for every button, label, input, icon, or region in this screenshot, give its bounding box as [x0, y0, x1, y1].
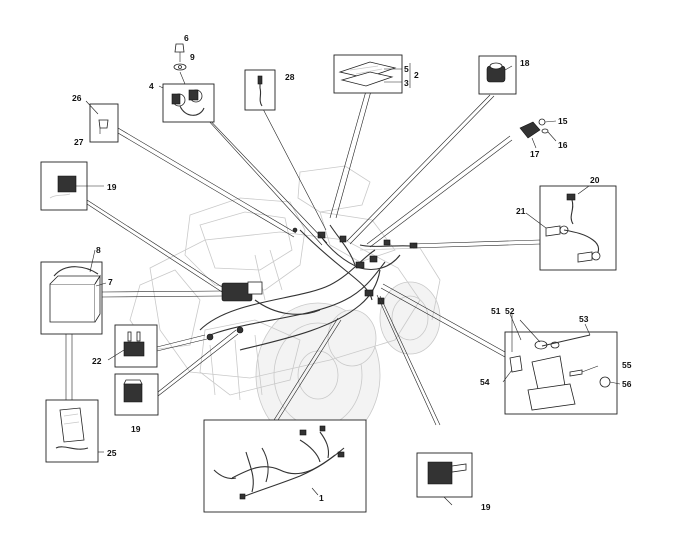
- label-4: 4: [149, 81, 154, 91]
- label-51: 51: [491, 306, 501, 316]
- label-1: 1: [319, 493, 324, 503]
- label-8: 8: [96, 245, 101, 255]
- label-2: 2: [414, 70, 419, 80]
- label-27: 27: [74, 137, 84, 147]
- part-15-16-17: [519, 118, 557, 149]
- label-56: 56: [622, 379, 632, 389]
- label-7: 7: [108, 277, 113, 287]
- label-19-top: 19: [107, 182, 117, 192]
- label-17: 17: [530, 149, 540, 159]
- label-22: 22: [92, 356, 102, 366]
- part-box-18: [478, 55, 517, 95]
- part-box-19-c: [416, 452, 473, 506]
- label-53: 53: [579, 314, 589, 324]
- part-6-9: [173, 43, 187, 85]
- part-box-1: [203, 419, 367, 513]
- label-52: 52: [505, 306, 515, 316]
- label-6: 6: [184, 33, 189, 43]
- label-5: 5: [404, 64, 409, 74]
- label-25: 25: [107, 448, 117, 458]
- label-21: 21: [516, 206, 526, 216]
- label-3: 3: [404, 78, 409, 88]
- part-box-battery: [40, 249, 107, 335]
- part-box-26-27: [85, 100, 119, 143]
- part-box-19-a: [40, 161, 104, 211]
- part-box-19-b: [114, 373, 159, 416]
- part-box-2-3-5: [333, 54, 411, 94]
- leader-lines: [65, 90, 541, 426]
- part-box-20-21: [525, 185, 617, 271]
- label-28: 28: [285, 72, 295, 82]
- label-15: 15: [558, 116, 568, 126]
- label-19-bottom: 19: [481, 502, 491, 512]
- part-box-4: [158, 83, 215, 123]
- part-box-28: [244, 69, 276, 111]
- part-box-51-56: [502, 313, 621, 415]
- main-harness: [199, 224, 418, 351]
- label-9: 9: [190, 52, 195, 62]
- label-26: 26: [72, 93, 82, 103]
- tractor-outline: [129, 165, 441, 448]
- label-19-middle: 19: [131, 424, 141, 434]
- label-20: 20: [590, 175, 600, 185]
- label-16: 16: [558, 140, 568, 150]
- label-18: 18: [520, 58, 530, 68]
- label-55: 55: [622, 360, 632, 370]
- part-box-25: [45, 399, 104, 463]
- label-54: 54: [480, 377, 490, 387]
- callout-labels: 1 2 3 4 5 6 7 8 9 15 16 17 18 19 19 19 2…: [72, 33, 632, 512]
- part-box-22: [107, 324, 158, 368]
